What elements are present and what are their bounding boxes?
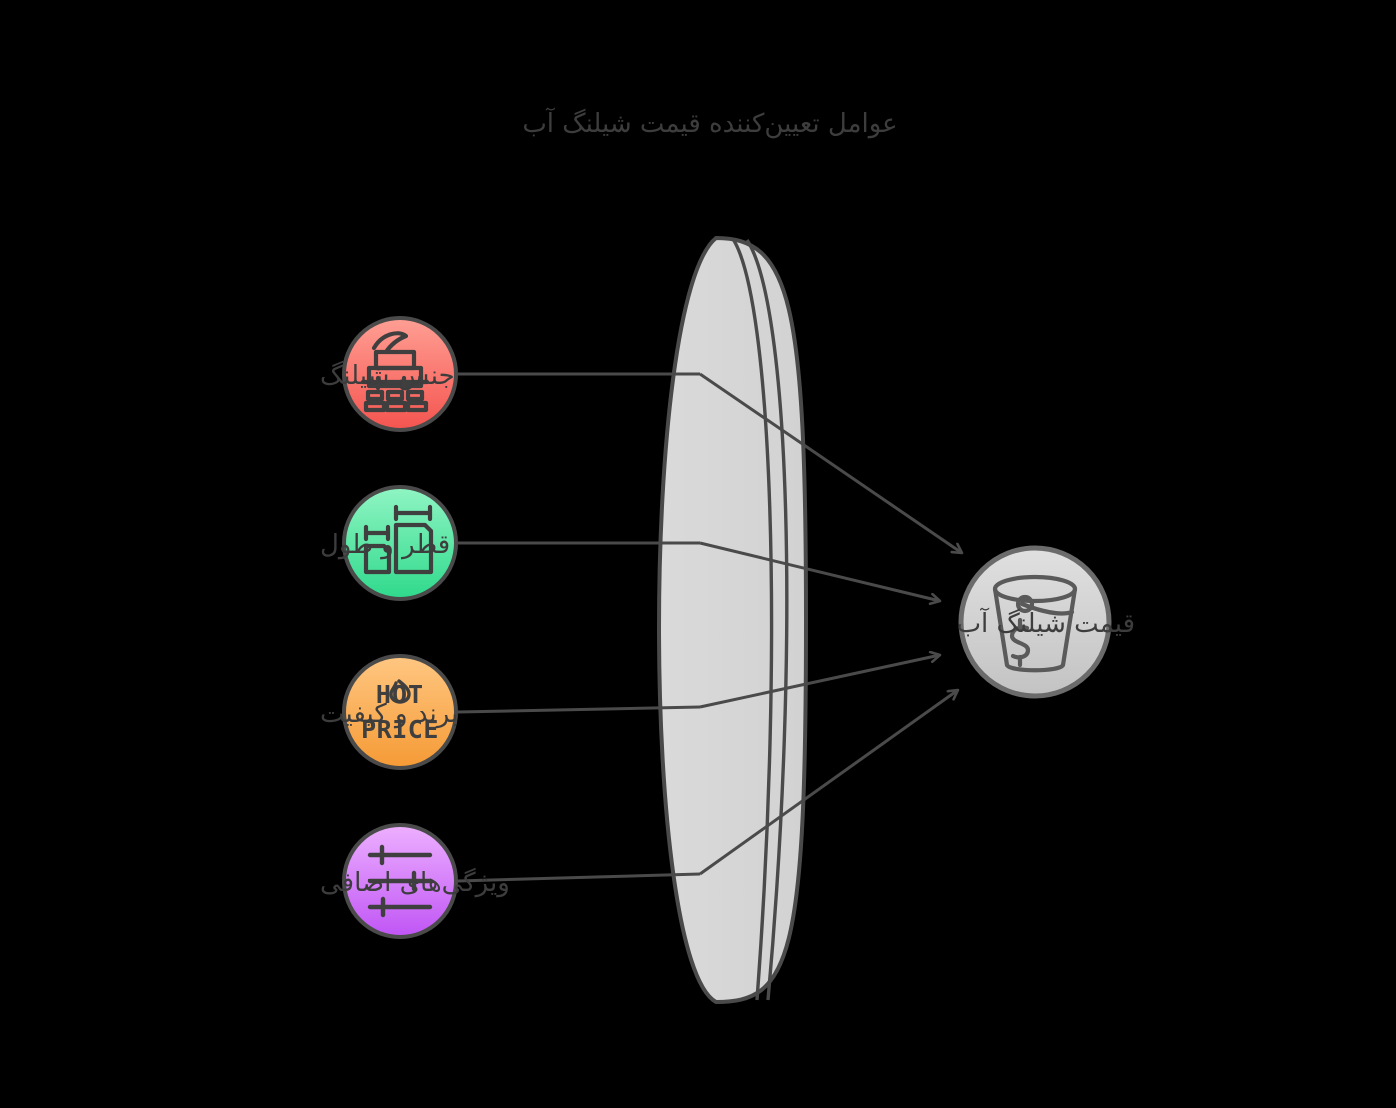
hot-price-icon: HOT PRICE bbox=[361, 679, 439, 744]
arrow-diameter-length-to-price bbox=[699, 541, 940, 601]
sliders-icon bbox=[367, 844, 433, 918]
lens-edge-line-2 bbox=[745, 239, 789, 1001]
result-label: قیمت شیلنگ آب bbox=[957, 607, 1135, 639]
connector-line-brand-quality bbox=[457, 705, 701, 714]
factor-node-brand-quality[interactable]: HOT PRICE برند و کیفیت bbox=[320, 654, 458, 770]
result-node-water-hose-price[interactable]: قیمت شیلنگ آب bbox=[957, 545, 1135, 699]
flow-arrows bbox=[699, 372, 962, 876]
hot-price-line-1: HOT bbox=[376, 680, 424, 709]
factor-node-extra-features[interactable]: ویژگی‌های اضافی bbox=[320, 823, 510, 939]
factor-node-hose-material[interactable]: جنس شیلنگ bbox=[320, 316, 458, 432]
machine-icon bbox=[360, 331, 430, 413]
lens-body bbox=[657, 236, 808, 1004]
factor-label-diameter-length: قطر و طول bbox=[320, 530, 450, 560]
arrow-extra-features-to-price bbox=[699, 690, 958, 876]
lens-edge-line-1 bbox=[731, 238, 774, 1001]
factor-label-extra-features: ویژگی‌های اضافی bbox=[320, 867, 510, 898]
bucket-dollar-icon bbox=[992, 574, 1078, 673]
connector-lines bbox=[457, 372, 701, 883]
factor-label-hose-material: جنس شیلنگ bbox=[320, 360, 455, 391]
page-title: عوامل تعیین‌کننده قیمت شیلنگ آب bbox=[522, 107, 897, 139]
factor-label-brand-quality: برند و کیفیت bbox=[320, 699, 458, 729]
factor-node-diameter-length[interactable]: قطر و طول bbox=[320, 485, 458, 601]
lens-funnel-shape bbox=[657, 236, 808, 1004]
arrow-hose-material-to-price bbox=[699, 372, 962, 553]
factor-icon-circle-brand-quality[interactable] bbox=[342, 654, 458, 770]
hot-price-line-2: PRICE bbox=[361, 715, 439, 744]
size-measure-icon bbox=[363, 504, 434, 575]
flame-glyph-icon bbox=[389, 679, 411, 704]
connector-line-extra-features bbox=[457, 872, 701, 883]
arrow-brand-quality-to-price bbox=[699, 655, 940, 709]
